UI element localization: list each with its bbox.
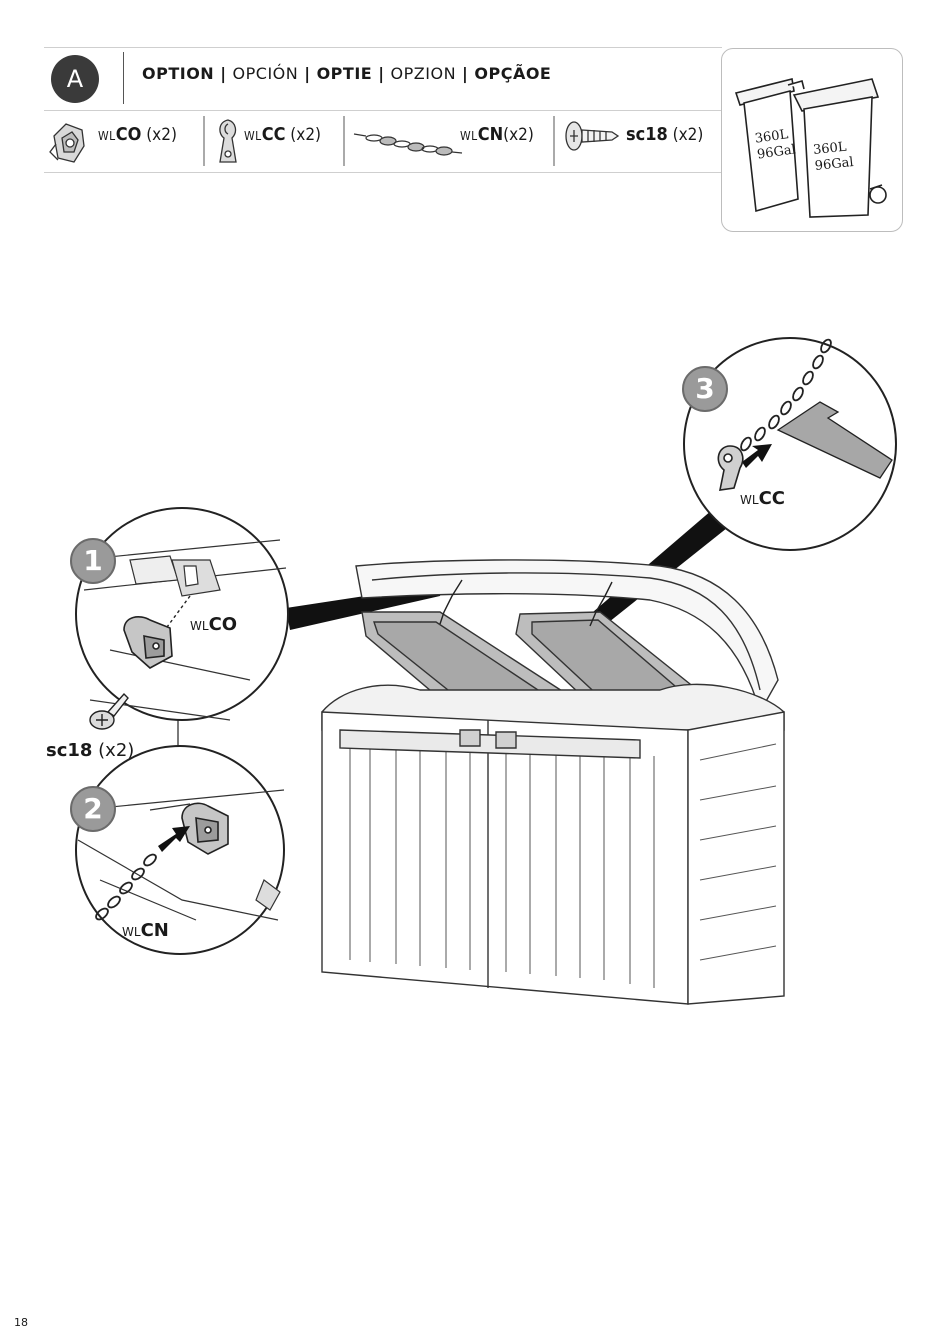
detail-circle-step2 [76,746,284,954]
storage-box [322,560,784,1004]
page-number: 18 [14,1316,28,1329]
screw-illustration [90,694,128,729]
step-2-part-label: WLCN [122,920,169,941]
step-2-badge: 2 [70,786,116,832]
step-3-part-label: WLCC [740,488,785,509]
step-1-badge: 1 [70,538,116,584]
screw-qty-label: sc18 (x2) [46,740,134,761]
step-1-part-label: WLCO [190,614,237,635]
step-3-badge: 3 [682,366,728,412]
detail-circle-step1 [76,508,288,720]
